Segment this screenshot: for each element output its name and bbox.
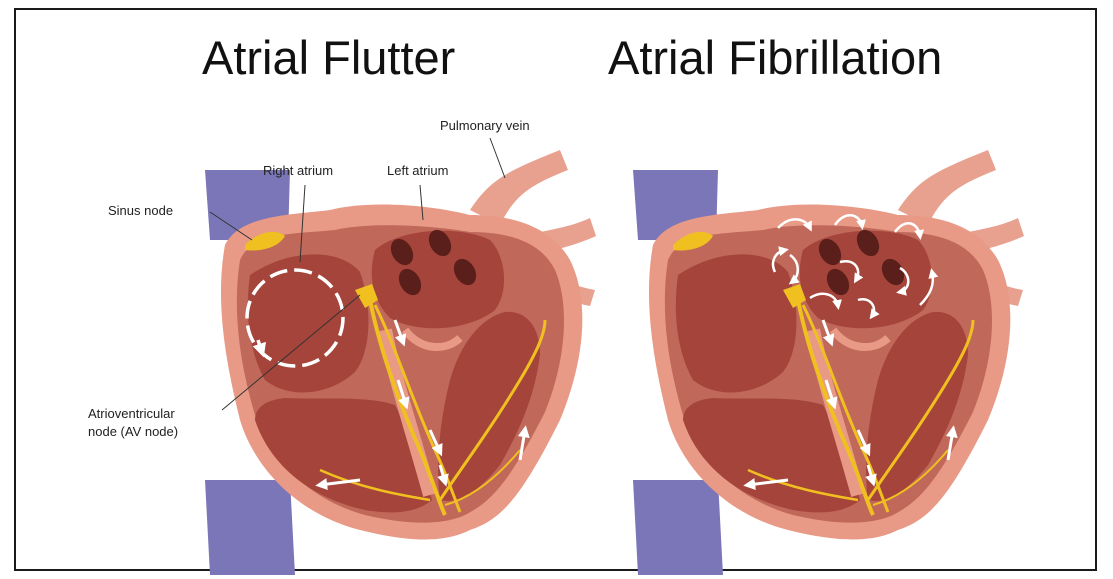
label-pulmonary-vein: Pulmonary vein bbox=[440, 117, 530, 134]
label-av-node-line2: node (AV node) bbox=[88, 423, 178, 440]
label-left-atrium: Left atrium bbox=[387, 162, 448, 179]
flutter-heart bbox=[205, 138, 596, 575]
fibrillation-heart bbox=[633, 150, 1024, 575]
label-right-atrium: Right atrium bbox=[263, 162, 333, 179]
label-av-node-line1: Atrioventricular bbox=[88, 405, 175, 422]
title-atrial-fibrillation: Atrial Fibrillation bbox=[608, 30, 942, 85]
title-atrial-flutter: Atrial Flutter bbox=[202, 30, 455, 85]
label-sinus-node: Sinus node bbox=[108, 202, 173, 219]
